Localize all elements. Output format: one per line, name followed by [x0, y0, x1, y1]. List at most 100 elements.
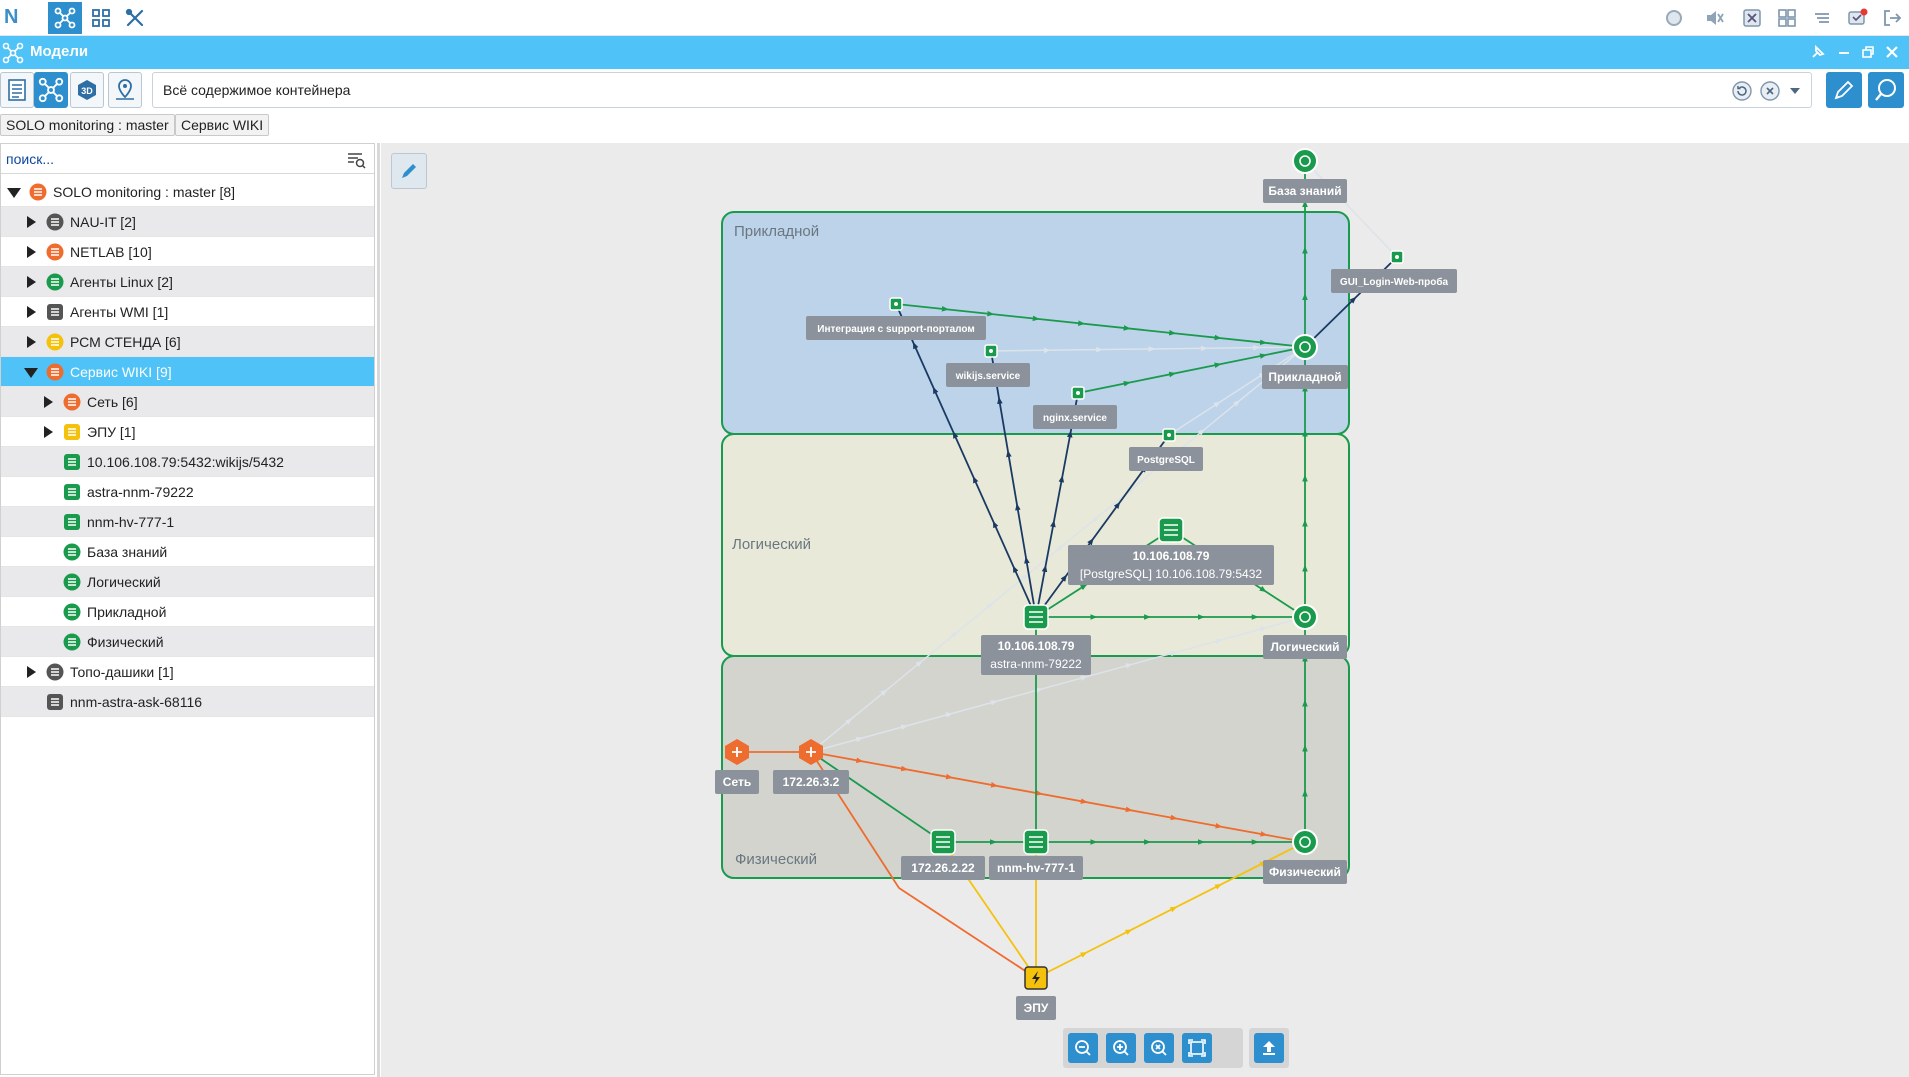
- edit-button[interactable]: [1826, 72, 1862, 108]
- list-view-button[interactable]: [0, 72, 34, 108]
- node-label[interactable]: База знаний: [1263, 179, 1347, 203]
- database-node[interactable]: [1158, 517, 1184, 543]
- expand-arrow-icon[interactable]: [27, 216, 36, 228]
- zoom-reset-button[interactable]: [1144, 1033, 1174, 1063]
- list-button[interactable]: [1810, 6, 1834, 30]
- tree-item[interactable]: Физический: [1, 627, 374, 657]
- node-label[interactable]: nginx.service: [1033, 405, 1117, 429]
- close-window-button[interactable]: [1882, 42, 1902, 62]
- tree-item[interactable]: Прикладной: [1, 597, 374, 627]
- power-unit-node[interactable]: [1024, 966, 1048, 990]
- logical-node[interactable]: [1292, 604, 1318, 630]
- breadcrumb-item[interactable]: SOLO monitoring : master: [0, 114, 175, 136]
- breadcrumb-item[interactable]: Сервис WIKI: [175, 114, 270, 136]
- expand-arrow-icon[interactable]: [44, 426, 53, 438]
- search-input[interactable]: поиск...: [6, 151, 54, 167]
- minimize-button[interactable]: [1834, 42, 1854, 62]
- layout-button[interactable]: [1775, 6, 1799, 30]
- refresh-icon[interactable]: [1731, 80, 1753, 102]
- tree-item[interactable]: Агенты Linux [2]: [1, 267, 374, 297]
- expand-arrow-icon[interactable]: [27, 306, 36, 318]
- physical-node[interactable]: [1292, 829, 1318, 855]
- integration-node[interactable]: [889, 297, 903, 311]
- collapse-arrow-icon[interactable]: [24, 368, 38, 378]
- tree-item[interactable]: ЭПУ [1]: [1, 417, 374, 447]
- diagram-edit-button[interactable]: [391, 153, 427, 189]
- nginx-service-node[interactable]: [1071, 386, 1085, 400]
- filter-list-icon[interactable]: [346, 150, 366, 170]
- map-view-button[interactable]: [108, 72, 142, 108]
- diagram-edge: [895, 303, 1037, 618]
- zoom-out-button[interactable]: [1068, 1033, 1098, 1063]
- fit-screen-button[interactable]: [1182, 1033, 1212, 1063]
- tree-item[interactable]: Топо-дашики [1]: [1, 657, 374, 687]
- panel-splitter[interactable]: [377, 143, 380, 1077]
- tree-item[interactable]: Агенты WMI [1]: [1, 297, 374, 327]
- expand-arrow-icon[interactable]: [27, 246, 36, 258]
- node-label[interactable]: GUI_Login-Web-проба: [1331, 269, 1457, 293]
- topology-canvas[interactable]: Прикладной Логический Физический База зн…: [381, 143, 1909, 1077]
- status-circle-button[interactable]: [1662, 6, 1686, 30]
- switch-node[interactable]: [930, 829, 956, 855]
- node-label[interactable]: Интеграция с support-порталом: [806, 316, 986, 340]
- node-label[interactable]: PostgreSQL: [1129, 447, 1203, 471]
- expand-arrow-icon[interactable]: [44, 396, 53, 408]
- tree-item[interactable]: NAU-IT [2]: [1, 207, 374, 237]
- application-node[interactable]: [1292, 334, 1318, 360]
- collapse-arrow-icon[interactable]: [7, 188, 21, 198]
- zoom-in-button[interactable]: [1106, 1033, 1136, 1063]
- restore-button[interactable]: [1858, 42, 1878, 62]
- tree-item[interactable]: Сервис WIKI [9]: [1, 357, 374, 387]
- gui-probe-node[interactable]: [1390, 250, 1404, 264]
- edge-arrow: [982, 310, 995, 317]
- logout-button[interactable]: [1880, 6, 1904, 30]
- export-button[interactable]: [1254, 1033, 1284, 1063]
- mute-button[interactable]: [1702, 6, 1726, 30]
- tree-item[interactable]: РСМ СТЕНДА [6]: [1, 327, 374, 357]
- close-panels-button[interactable]: [1740, 6, 1764, 30]
- tree-item[interactable]: База знаний: [1, 537, 374, 567]
- server-node[interactable]: [1023, 604, 1049, 630]
- expand-arrow-icon[interactable]: [27, 336, 36, 348]
- knowledge-base-node[interactable]: [1292, 148, 1318, 174]
- pin-button[interactable]: [1808, 42, 1828, 62]
- tree-item[interactable]: 10.106.108.79:5432:wikijs/5432: [1, 447, 374, 477]
- router-node[interactable]: [799, 739, 823, 765]
- tree-item[interactable]: SOLO monitoring : master [8]: [1, 177, 374, 207]
- tree-item[interactable]: nnm-hv-777-1: [1, 507, 374, 537]
- dashboard-nav-button[interactable]: [84, 2, 118, 34]
- expand-arrow-icon[interactable]: [27, 276, 36, 288]
- tree-item[interactable]: NETLAB [10]: [1, 237, 374, 267]
- postgresql-node[interactable]: [1162, 428, 1176, 442]
- topology-view-button[interactable]: [34, 72, 68, 108]
- notifications-button[interactable]: [1846, 6, 1870, 30]
- node-label[interactable]: wikijs.service: [946, 363, 1030, 387]
- edge-arrow: [1012, 565, 1019, 577]
- network-node[interactable]: [725, 739, 749, 765]
- node-label[interactable]: 10.106.108.79[PostgreSQL] 10.106.108.79:…: [1068, 545, 1274, 585]
- tree-search[interactable]: поиск...: [1, 144, 374, 174]
- search-button[interactable]: [1868, 72, 1904, 108]
- tree-item[interactable]: Сеть [6]: [1, 387, 374, 417]
- clear-icon[interactable]: [1759, 80, 1781, 102]
- node-label[interactable]: ЭПУ: [1016, 996, 1056, 1020]
- 3d-view-button[interactable]: 3D: [70, 72, 104, 108]
- container-filter-select[interactable]: Всё содержимое контейнера: [152, 72, 1812, 108]
- node-label[interactable]: 172.26.3.2: [773, 770, 849, 794]
- tools-nav-button[interactable]: [118, 2, 152, 34]
- node-label[interactable]: Сеть: [715, 770, 759, 794]
- node-label[interactable]: Прикладной: [1262, 365, 1348, 389]
- node-label[interactable]: 172.26.2.22: [901, 856, 985, 880]
- tree-item[interactable]: Логический: [1, 567, 374, 597]
- hypervisor-node[interactable]: [1023, 829, 1049, 855]
- models-nav-button[interactable]: [48, 2, 82, 34]
- tree-item[interactable]: astra-nnm-79222: [1, 477, 374, 507]
- node-label[interactable]: Физический: [1263, 860, 1347, 884]
- wikijs-service-node[interactable]: [984, 344, 998, 358]
- node-label[interactable]: Логический: [1263, 635, 1347, 659]
- expand-arrow-icon[interactable]: [27, 666, 36, 678]
- node-label[interactable]: nnm-hv-777-1: [989, 856, 1083, 880]
- tree-item[interactable]: nnm-astra-ask-68116: [1, 687, 374, 717]
- chevron-down-icon[interactable]: [1787, 83, 1809, 105]
